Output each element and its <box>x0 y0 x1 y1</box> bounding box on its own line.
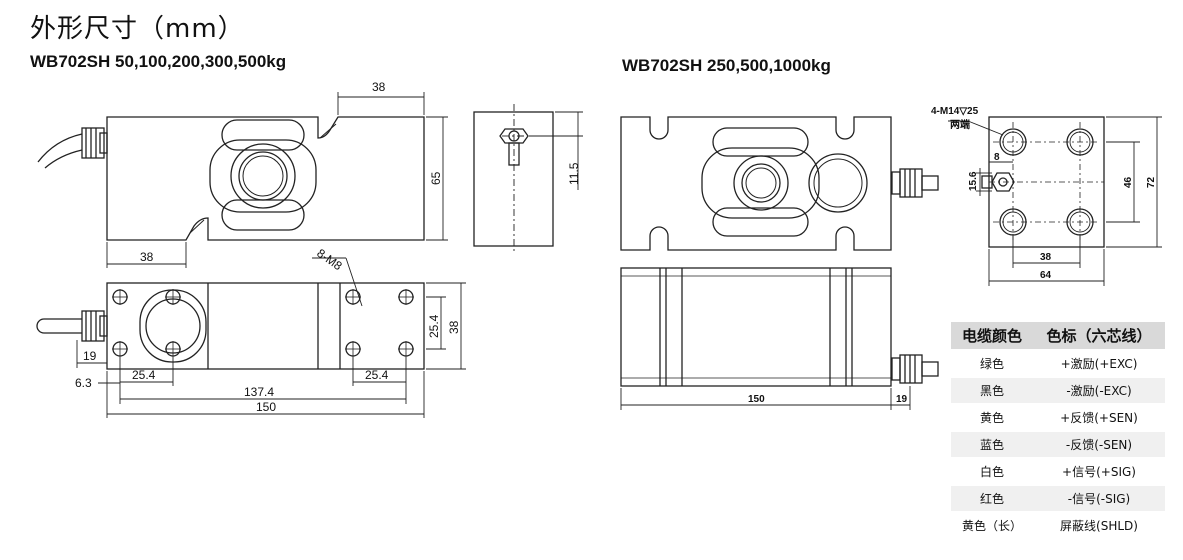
signal-name: 屏蔽线(SHLD) <box>1033 512 1165 540</box>
header-color-code: 色标（六芯线） <box>1033 322 1165 351</box>
table-row: 白色 +信号(+SIG) <box>951 458 1165 486</box>
cable-color: 黑色 <box>951 377 1033 405</box>
table-row: 红色 -信号(-SIG) <box>951 485 1165 513</box>
dim-right-150: 150 <box>748 394 765 405</box>
left-front-view <box>37 92 448 268</box>
signal-name: +激励(+EXC) <box>1033 350 1165 378</box>
dim-150: 150 <box>256 400 276 414</box>
thread-label-4m14: 4-M14▽25 <box>931 106 979 117</box>
thread-label-8m8: 8-M8 <box>314 246 345 273</box>
dim-25-4-left: 25.4 <box>132 368 156 382</box>
dim-38-vertical: 38 <box>447 320 461 334</box>
dim-right-64: 64 <box>1040 270 1052 281</box>
cable-color: 黄色（长） <box>951 512 1033 540</box>
left-bottom-view <box>36 257 466 418</box>
dim-right-15-6: 15.6 <box>968 171 979 191</box>
dim-side-11-5: 11.5 <box>567 162 581 185</box>
dim-right-38: 38 <box>1040 252 1052 263</box>
dim-6-3: 6.3 <box>75 376 92 390</box>
table-row: 黄色 +反馈(+SEN) <box>951 404 1165 432</box>
dim-right-72: 72 <box>1146 176 1157 188</box>
header-cable-color: 电缆颜色 <box>951 322 1033 351</box>
signal-name: -反馈(-SEN) <box>1033 431 1165 459</box>
page-title: 外形尺寸（mm） <box>30 14 245 44</box>
wiring-color-table: 电缆颜色 色标（六芯线） 绿色 +激励(+EXC) 黑色 -激励(-EXC) 黄… <box>951 322 1165 540</box>
dim-25-4-right: 25.4 <box>365 368 389 382</box>
right-end-view <box>948 116 1162 286</box>
signal-name: +反馈(+SEN) <box>1033 404 1165 432</box>
signal-name: -激励(-EXC) <box>1033 377 1165 405</box>
thread-note: 两端 <box>950 118 970 131</box>
dim-top-38: 38 <box>372 80 386 94</box>
dim-19: 19 <box>83 349 97 363</box>
signal-name: -信号(-SIG) <box>1033 485 1165 513</box>
left-model-title: WB702SH 50,100,200,300,500kg <box>30 52 287 71</box>
right-model-title: WB702SH 250,500,1000kg <box>622 56 831 75</box>
cable-color: 白色 <box>951 458 1033 486</box>
table-row: 绿色 +激励(+EXC) <box>951 350 1165 378</box>
dim-right-8: 8 <box>994 152 1000 163</box>
right-top-view <box>620 267 939 410</box>
cable-color: 绿色 <box>951 350 1033 378</box>
signal-name: +信号(+SIG) <box>1033 458 1165 486</box>
right-front-view <box>620 116 939 251</box>
dim-right-19: 19 <box>896 394 908 405</box>
cable-color: 黄色 <box>951 404 1033 432</box>
table-row: 黑色 -激励(-EXC) <box>951 377 1165 405</box>
table-header-row: 电缆颜色 色标（六芯线） <box>951 322 1165 351</box>
dim-height-65: 65 <box>429 171 443 185</box>
cable-color: 蓝色 <box>951 431 1033 459</box>
dim-137-4: 137.4 <box>244 385 274 399</box>
dim-right-46: 46 <box>1123 176 1134 188</box>
table-row: 黄色（长） 屏蔽线(SHLD) <box>951 512 1165 540</box>
dim-25-4-vertical: 25.4 <box>427 314 441 338</box>
cable-color: 红色 <box>951 485 1033 513</box>
table-row: 蓝色 -反馈(-SEN) <box>951 431 1165 459</box>
left-side-view <box>473 104 583 254</box>
dim-bottom-38: 38 <box>140 250 154 264</box>
